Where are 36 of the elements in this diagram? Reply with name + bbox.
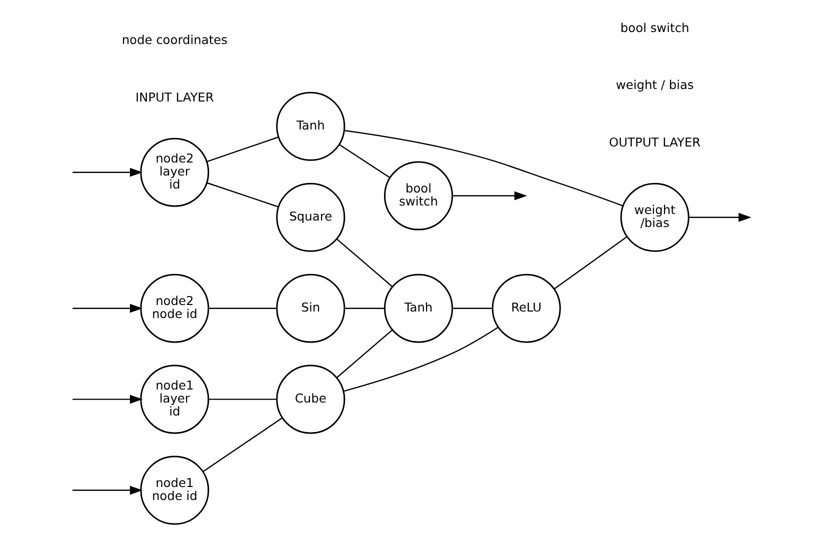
node-circle: Square [276,182,346,252]
node-circle: node2 node id [140,274,210,343]
label: weight / bias [616,78,694,92]
connector [336,238,393,288]
node-circle: Cube [276,364,346,434]
connector [344,308,385,309]
node-circle: node1 node id [140,456,210,525]
arrow [688,212,752,222]
connector [344,326,498,392]
arrow [72,394,143,404]
node-circle: bool switch [384,161,454,230]
connector [208,308,276,309]
node-circle: node2 layer id [140,138,210,207]
connector [452,308,492,309]
label: node coordinates [122,33,228,48]
connector [344,130,623,206]
node-circle: weight /bias [620,182,690,252]
node-circle: node1 layer id [140,364,210,434]
arrow [72,486,143,495]
connector [202,417,283,472]
connector [206,182,279,208]
connector [208,398,276,400]
connector [206,136,278,162]
node-circle: Sin [276,274,346,343]
label: bool switch [620,21,690,36]
connector [554,236,628,290]
node-circle: ReLU [492,274,561,343]
arrow [72,168,143,177]
label: OUTPUT LAYER [609,135,701,150]
arrow [72,304,143,313]
connector [339,144,390,178]
node-circle: Tanh [276,92,346,161]
arrow [452,191,528,200]
label: INPUT LAYER [135,90,214,104]
connector [336,330,393,378]
node-circle: Tanh [384,274,454,343]
